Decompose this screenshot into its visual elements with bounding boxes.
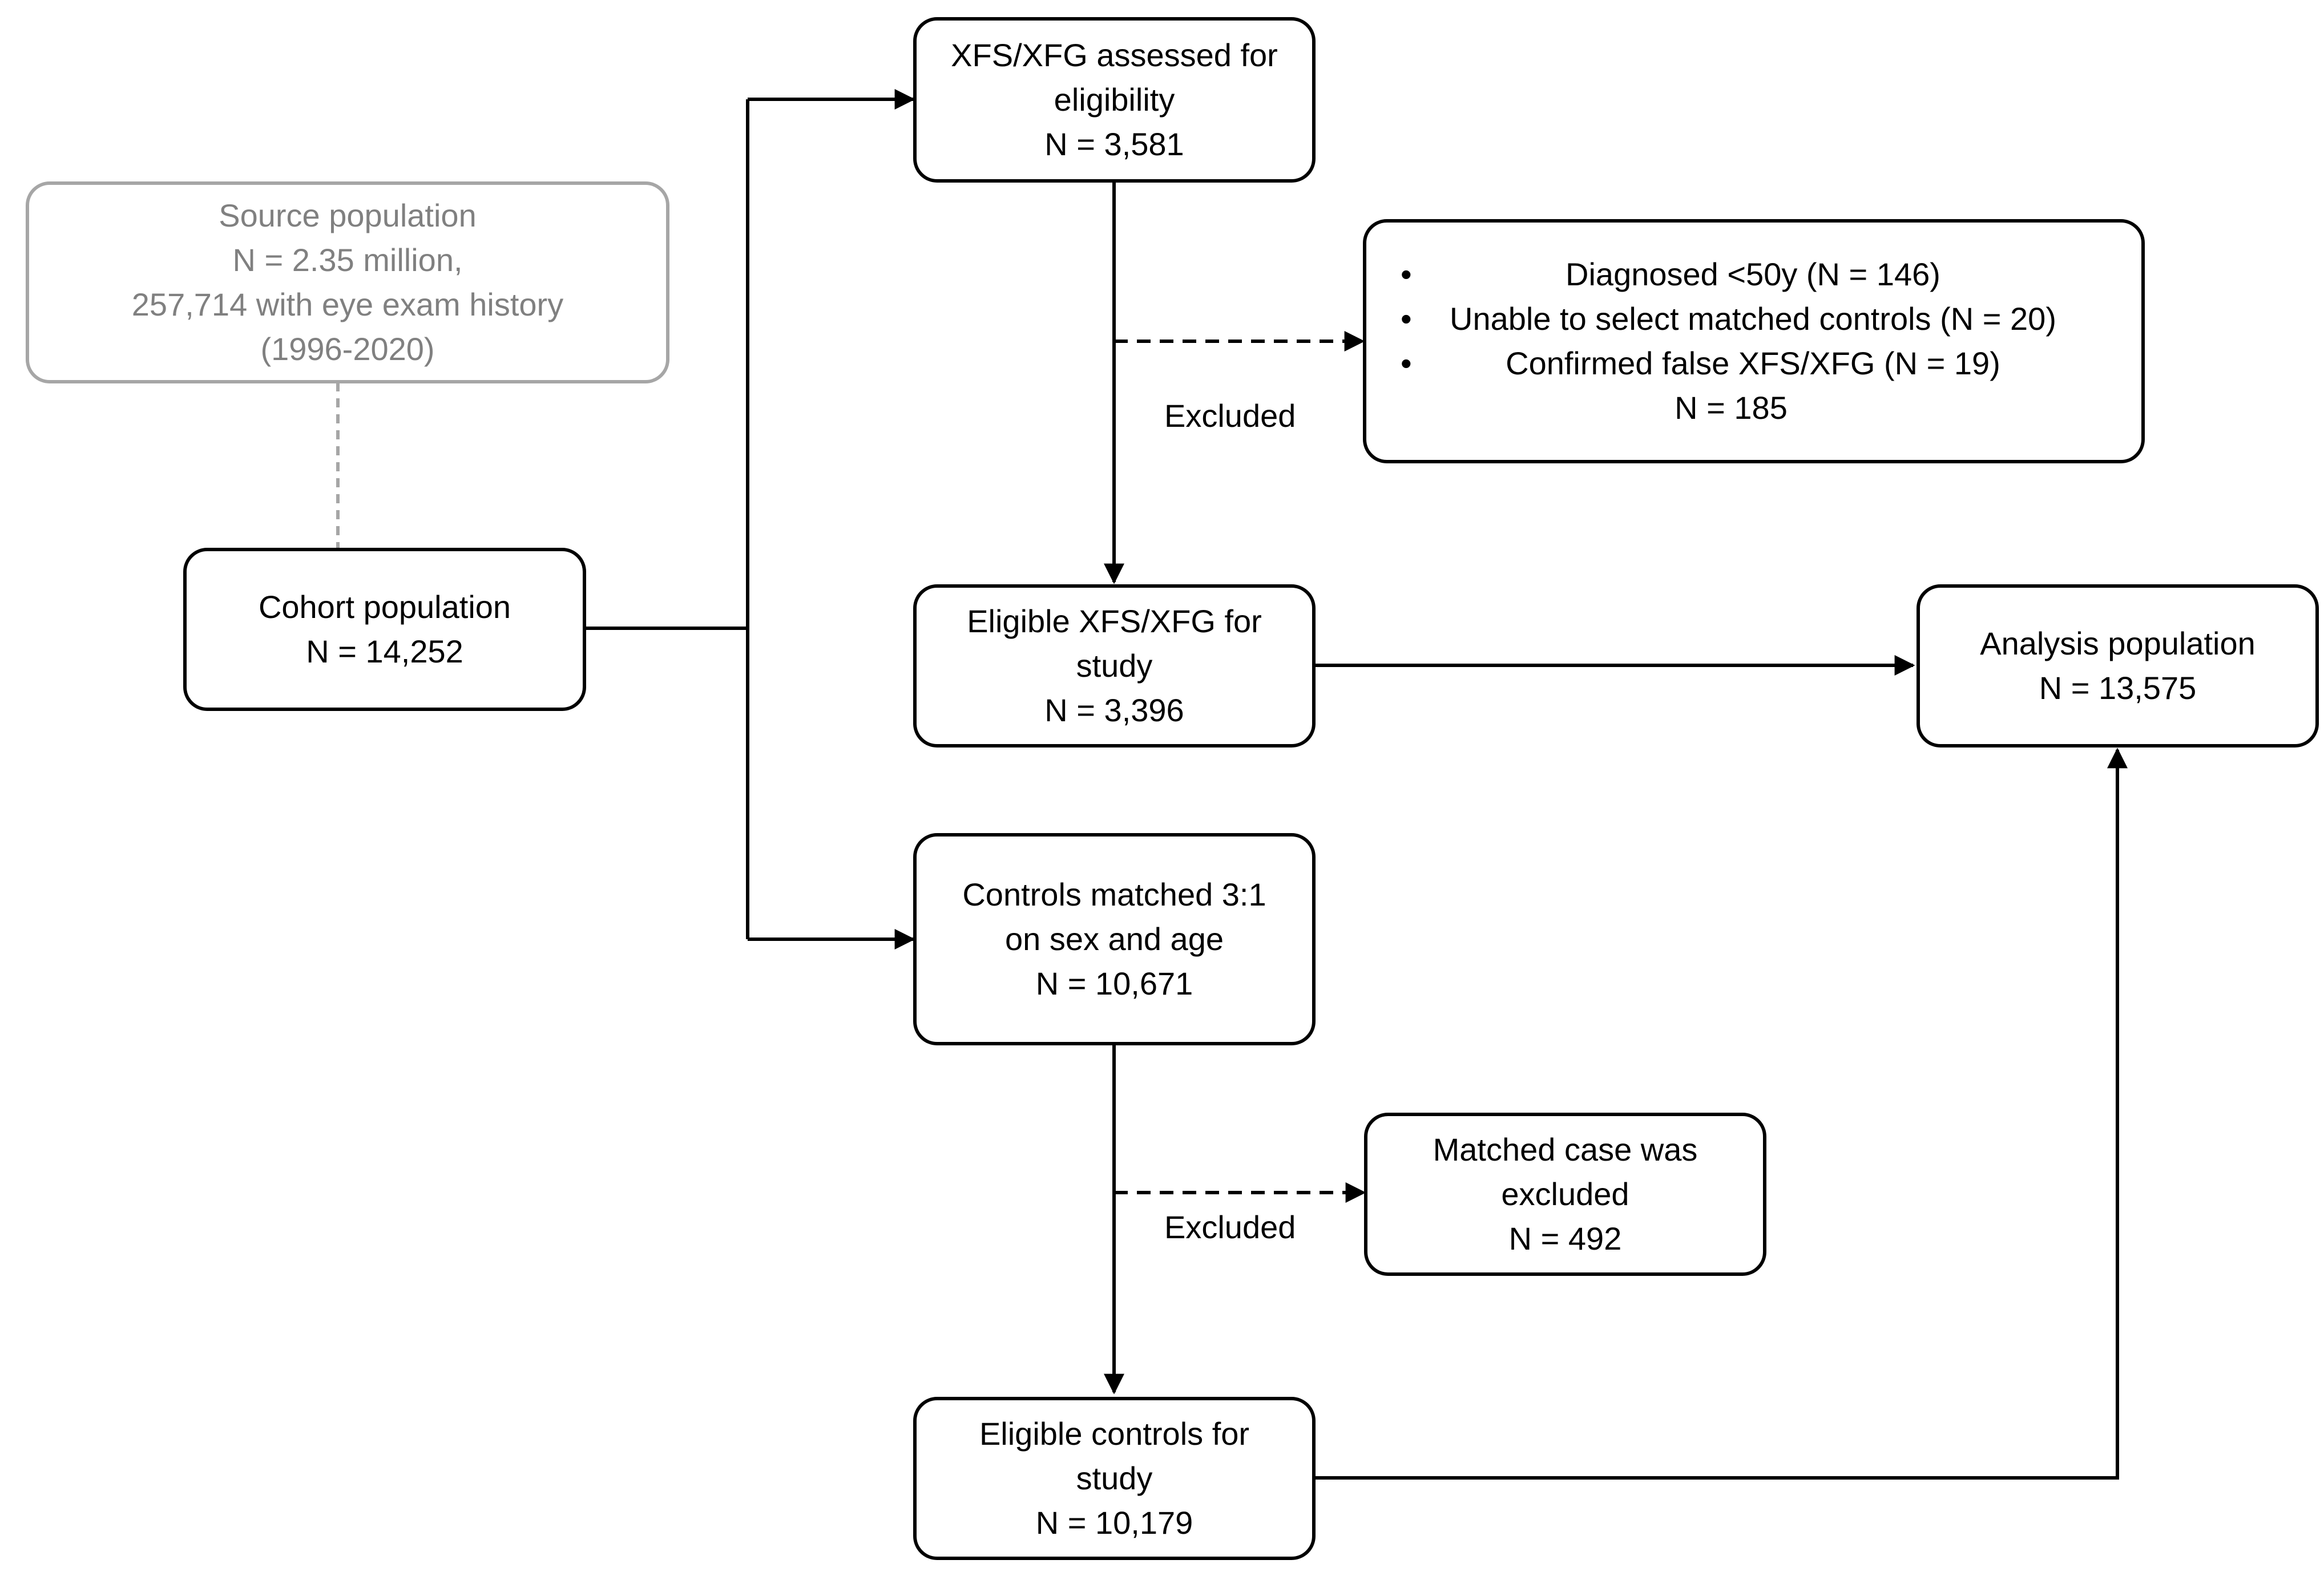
analysis-line-2: N = 13,575 xyxy=(2039,670,2197,706)
eligible-cases-line-1: Eligible XFS/XFG for xyxy=(967,603,1262,639)
source-line-3: 257,714 with eye exam history xyxy=(131,286,564,322)
analysis-population-box: Analysis population N = 13,575 xyxy=(1917,584,2319,747)
analysis-line-1: Analysis population xyxy=(1980,625,2256,661)
cohort-line-1: Cohort population xyxy=(258,589,511,625)
exclusion-reason-1: Diagnosed <50y (N = 146) xyxy=(1401,252,2056,297)
controls-line-2: on sex and age xyxy=(1005,921,1224,957)
eligible-controls-line-2: study xyxy=(1076,1460,1153,1496)
assessed-line-3: N = 3,581 xyxy=(1044,126,1184,162)
source-line-1: Source population xyxy=(219,197,477,233)
exclusion-reason-3: Confirmed false XFS/XFG (N = 19) xyxy=(1401,341,2056,386)
eligible-cases-line-2: study xyxy=(1076,648,1153,684)
arrow-eligible-controls-to-analysis xyxy=(1316,747,2128,1480)
eligible-controls-line-3: N = 10,179 xyxy=(1035,1505,1193,1541)
controls-line-1: Controls matched 3:1 xyxy=(962,876,1266,912)
cohort-line-2: N = 14,252 xyxy=(306,633,463,669)
exclusion-total: N = 185 xyxy=(1675,390,1788,426)
matched-excluded-line-3: N = 492 xyxy=(1508,1221,1622,1256)
eligible-cases-box: Eligible XFS/XFG for study N = 3,396 xyxy=(913,584,1316,747)
exclusion-reason-2: Unable to select matched controls (N = 2… xyxy=(1401,297,2056,341)
eligible-controls-box: Eligible controls for study N = 10,179 xyxy=(913,1397,1316,1560)
assessed-line-2: eligibility xyxy=(1054,82,1175,118)
source-line-4: (1996-2020) xyxy=(260,331,435,367)
cohort-population-box: Cohort population N = 14,252 xyxy=(183,548,586,711)
assessed-line-1: XFS/XFG assessed for xyxy=(951,37,1278,73)
controls-line-3: N = 10,671 xyxy=(1035,965,1193,1001)
eligible-controls-line-1: Eligible controls for xyxy=(979,1416,1250,1452)
matched-case-excluded-box: Matched case was excluded N = 492 xyxy=(1364,1113,1766,1276)
source-population-box: Source population N = 2.35 million, 257,… xyxy=(26,181,669,383)
matched-excluded-line-2: excluded xyxy=(1501,1176,1629,1212)
eligible-cases-line-3: N = 3,396 xyxy=(1044,692,1184,728)
assessed-box: XFS/XFG assessed for eligibility N = 3,5… xyxy=(913,17,1316,183)
matched-excluded-line-1: Matched case was xyxy=(1433,1132,1698,1167)
excluded-label-1: Excluded xyxy=(1164,398,1296,434)
source-line-2: N = 2.35 million, xyxy=(232,242,463,278)
exclusion-reasons-box: Diagnosed <50y (N = 146) Unable to selec… xyxy=(1363,219,2145,463)
exclusion-reasons-list: Diagnosed <50y (N = 146) Unable to selec… xyxy=(1401,252,2056,386)
controls-matched-box: Controls matched 3:1 on sex and age N = … xyxy=(913,833,1316,1045)
excluded-label-2: Excluded xyxy=(1164,1209,1296,1245)
